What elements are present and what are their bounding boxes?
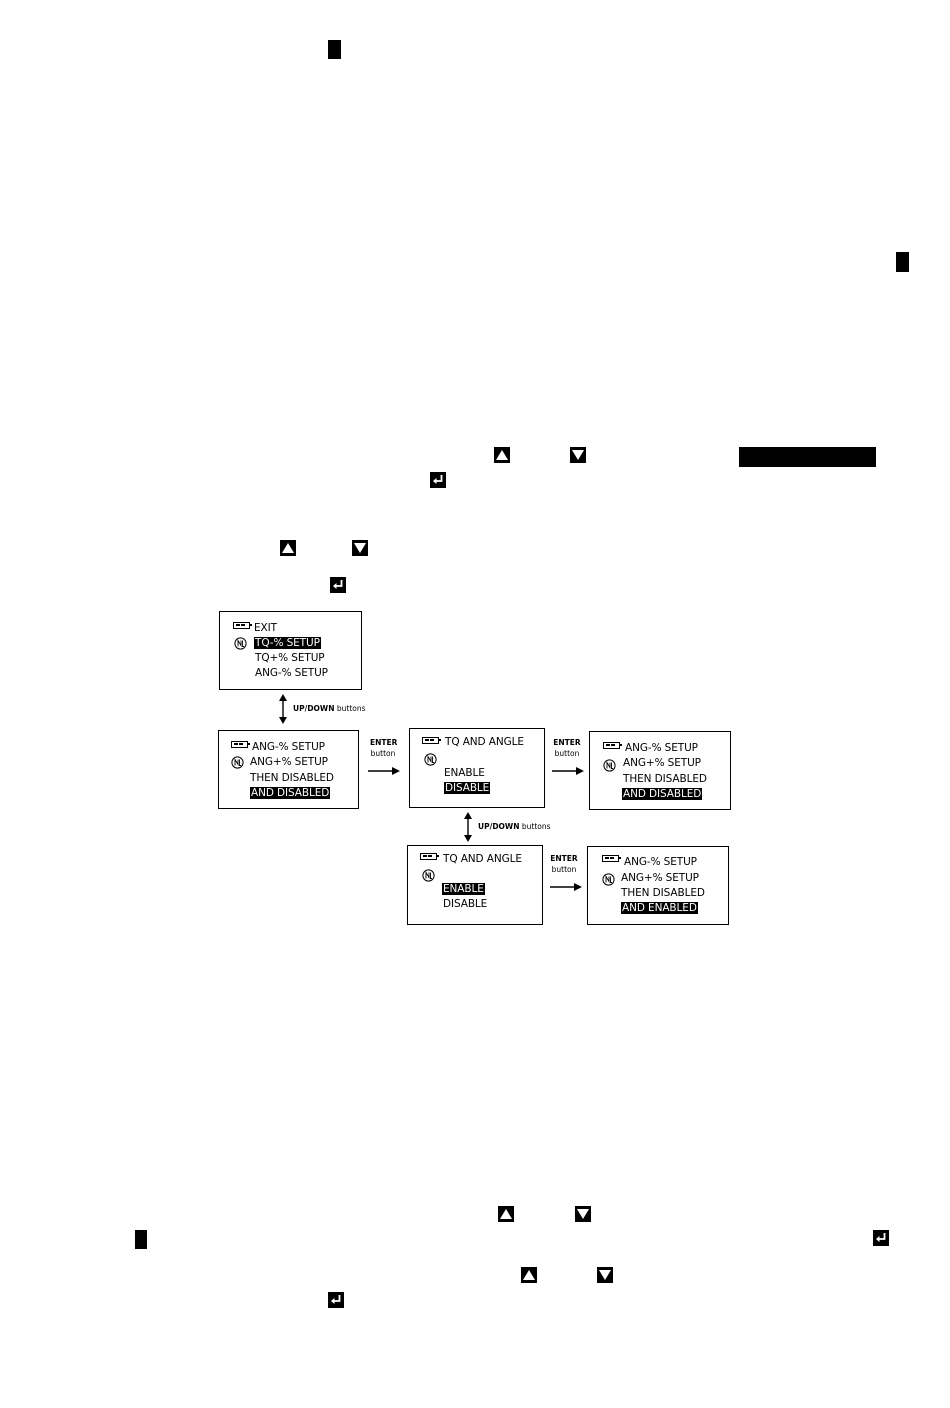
updown-label: UP/DOWN buttons bbox=[478, 822, 551, 831]
battery-icon bbox=[233, 622, 252, 629]
down-arrow-key-icon bbox=[570, 447, 586, 463]
redaction-bar bbox=[739, 447, 876, 467]
menu-line: ANG-% SETUP bbox=[252, 741, 325, 753]
up-arrow-key-icon bbox=[494, 447, 510, 463]
highlight: AND DISABLED bbox=[250, 787, 331, 799]
menu-line: ANG-% SETUP bbox=[255, 667, 328, 679]
up-arrow-key-icon bbox=[498, 1206, 514, 1222]
up-arrow-key-icon bbox=[521, 1267, 537, 1283]
dial-icon bbox=[424, 753, 437, 766]
option-selected: DISABLE bbox=[444, 782, 491, 795]
menu-line-selected: AND DISABLED bbox=[622, 788, 703, 801]
enter-key-icon bbox=[330, 577, 346, 593]
down-arrow-key-icon bbox=[352, 540, 368, 556]
lcd-panel-tq-angle-disable: TQ AND ANGLE ENABLE DISABLE bbox=[409, 728, 545, 808]
menu-line: ANG-% SETUP bbox=[624, 856, 697, 868]
enter-key-icon bbox=[328, 1292, 344, 1308]
option: ENABLE bbox=[444, 767, 485, 779]
option-selected: ENABLE bbox=[442, 883, 485, 896]
menu-line: ANG+% SETUP bbox=[623, 757, 701, 769]
menu-line: EXIT bbox=[254, 622, 277, 634]
dial-icon bbox=[422, 869, 435, 882]
menu-line: THEN DISABLED bbox=[250, 772, 334, 784]
battery-icon bbox=[231, 741, 250, 748]
dial-icon bbox=[231, 756, 244, 769]
battery-icon bbox=[602, 855, 621, 862]
menu-line: THEN DISABLED bbox=[621, 887, 705, 899]
enter-arrow bbox=[368, 767, 400, 775]
page-marker bbox=[135, 1230, 147, 1249]
highlight: AND DISABLED bbox=[622, 788, 703, 800]
menu-line: THEN DISABLED bbox=[623, 773, 707, 785]
enter-arrow bbox=[552, 767, 584, 775]
menu-line: ANG-% SETUP bbox=[625, 742, 698, 754]
down-arrow-key-icon bbox=[575, 1206, 591, 1222]
highlight: DISABLE bbox=[444, 782, 491, 794]
menu-line: TQ+% SETUP bbox=[255, 652, 325, 664]
updown-label: UP/DOWN buttons bbox=[293, 704, 366, 713]
screen-title: TQ AND ANGLE bbox=[443, 853, 522, 865]
enter-arrow bbox=[550, 883, 582, 891]
enter-key-icon bbox=[873, 1230, 889, 1246]
menu-line: ANG+% SETUP bbox=[621, 872, 699, 884]
lcd-panel-menu: EXIT TQ-% SETUP TQ+% SETUP ANG-% SETUP bbox=[219, 611, 362, 690]
highlight: TQ-% SETUP bbox=[254, 637, 321, 649]
enter-key-icon bbox=[430, 472, 446, 488]
lcd-panel-result-disabled: ANG-% SETUP ANG+% SETUP THEN DISABLED AN… bbox=[589, 731, 731, 810]
menu-line-selected: TQ-% SETUP bbox=[254, 637, 321, 650]
highlight: ENABLE bbox=[442, 883, 485, 895]
battery-icon bbox=[422, 737, 441, 744]
page-marker bbox=[896, 252, 909, 272]
page-marker bbox=[328, 40, 341, 59]
dial-icon bbox=[234, 637, 247, 650]
battery-icon bbox=[420, 853, 439, 860]
updown-arrow bbox=[279, 694, 287, 724]
updown-arrow bbox=[464, 812, 472, 842]
menu-line-selected: AND ENABLED bbox=[621, 902, 698, 915]
up-arrow-key-icon bbox=[280, 540, 296, 556]
battery-icon bbox=[603, 742, 622, 749]
screen-title: TQ AND ANGLE bbox=[445, 736, 524, 748]
down-arrow-key-icon bbox=[597, 1267, 613, 1283]
lcd-panel-tq-angle-enable: TQ AND ANGLE ENABLE DISABLE bbox=[407, 845, 543, 925]
menu-line: ANG+% SETUP bbox=[250, 756, 328, 768]
lcd-panel-ang-setup: ANG-% SETUP ANG+% SETUP THEN DISABLED AN… bbox=[218, 730, 359, 809]
menu-line-selected: AND DISABLED bbox=[250, 787, 331, 800]
lcd-panel-result-enabled: ANG-% SETUP ANG+% SETUP THEN DISABLED AN… bbox=[587, 846, 729, 925]
dial-icon bbox=[603, 759, 616, 772]
highlight: AND ENABLED bbox=[621, 902, 698, 914]
dial-icon bbox=[602, 873, 615, 886]
option: DISABLE bbox=[443, 898, 488, 910]
